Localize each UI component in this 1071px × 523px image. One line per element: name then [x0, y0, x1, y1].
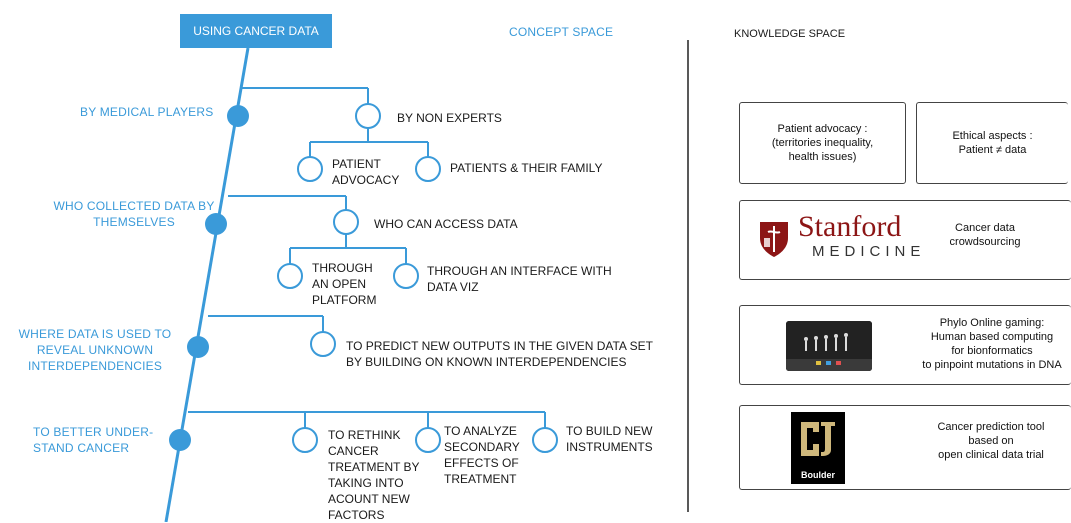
stanford-wordmark: Stanford: [798, 210, 902, 243]
knowledge-space-label: KNOWLEDGE SPACE: [734, 28, 846, 40]
label-better-understand: TO BETTER UNDER- STAND CANCER: [33, 425, 154, 455]
cu-boulder-logo: Boulder: [791, 412, 845, 484]
phylo-screenshot-image: [786, 321, 872, 371]
label-predict-outputs: TO PREDICT NEW OUTPUTS IN THE GIVEN DATA…: [346, 339, 653, 369]
card-ethical-aspects: Ethical aspects : Patient ≠ data: [916, 102, 1068, 184]
label-non-experts: BY NON EXPERTS: [397, 111, 502, 125]
concept-space-label: CONCEPT SPACE: [509, 25, 614, 39]
card-patient-advocacy-text: Patient advocacy : (territories inequali…: [771, 123, 874, 163]
label-where-used: WHERE DATA IS USED TO REVEAL UNKNOWN INT…: [18, 327, 172, 373]
title-box: USING CANCER DATA: [180, 14, 332, 48]
card-ethical-aspects-text: Ethical aspects : Patient ≠ data: [952, 130, 1033, 156]
label-patient-advocacy: PATIENT ADVOCACY: [332, 157, 400, 187]
label-medical-players: BY MEDICAL PLAYERS: [80, 105, 214, 119]
label-build-instruments: TO BUILD NEW INSTRUMENTS: [566, 424, 653, 454]
label-rethink-treatment: TO RETHINK CANCER TREATMENT BY TAKING IN…: [328, 428, 420, 522]
card-patient-advocacy: Patient advocacy : (territories inequali…: [739, 102, 906, 184]
card-crowdsourcing-text: Cancer data crowdsourcing: [949, 222, 1021, 248]
card-phylo-text: Phylo Online gaming: Human based computi…: [922, 317, 1062, 371]
cu-boulder-label: Boulder: [800, 470, 835, 480]
label-analyze-effects: TO ANALYZE SECONDARY EFFECTS OF TREATMEN…: [444, 424, 520, 486]
card-phylo: Phylo Online gaming: Human based computi…: [739, 305, 1071, 385]
label-who-can-access: WHO CAN ACCESS DATA: [374, 217, 518, 231]
card-prediction-tool: Boulder Cancer prediction tool based on …: [739, 405, 1071, 490]
label-patients-family: PATIENTS & THEIR FAMILY: [450, 161, 603, 175]
stanford-medicine-wordmark: MEDICINE: [812, 243, 926, 260]
label-interface-dataviz: THROUGH AN INTERFACE WITH DATA VIZ: [427, 264, 612, 294]
label-open-platform: THROUGH AN OPEN PLATFORM: [312, 261, 377, 307]
label-who-collected: WHO COLLECTED DATA BY THEMSELVES: [53, 199, 215, 229]
card-stanford: Stanford MEDICINE Cancer data crowdsourc…: [739, 200, 1071, 280]
stanford-shield-icon: [758, 220, 790, 258]
card-prediction-tool-text: Cancer prediction tool based on open cli…: [937, 421, 1045, 461]
